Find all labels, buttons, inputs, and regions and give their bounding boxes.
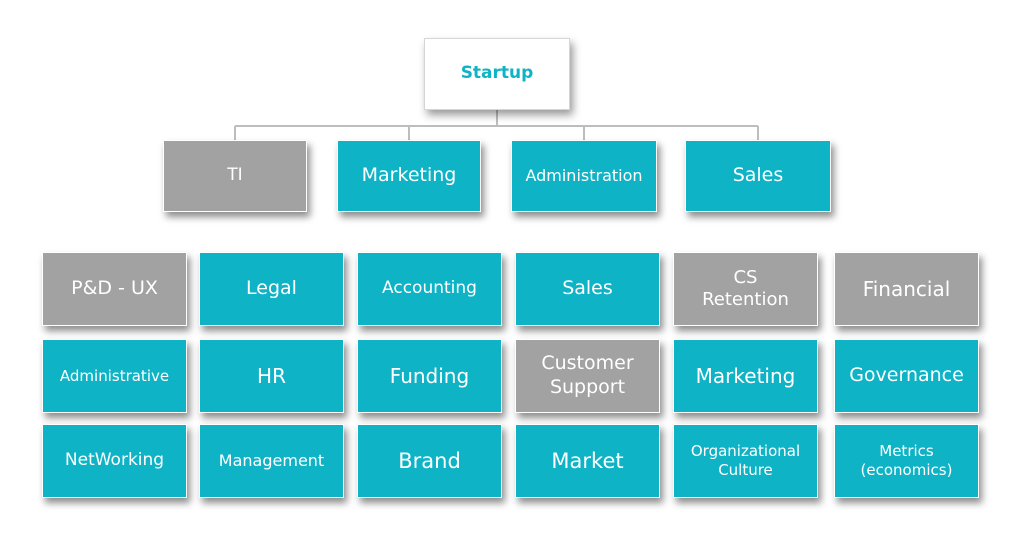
department-label: TI xyxy=(227,165,243,186)
root-node-startup: Startup xyxy=(424,38,570,110)
function-label: Legal xyxy=(246,277,297,300)
function-label: Management xyxy=(218,451,325,470)
function-label: Administrative xyxy=(59,366,170,385)
root-label: Startup xyxy=(460,63,534,84)
function-node-sales: Sales xyxy=(515,252,660,326)
function-label: Metrics (economics) xyxy=(860,442,953,479)
function-node-management: Management xyxy=(199,424,344,498)
function-node-funding: Funding xyxy=(357,339,502,413)
department-node-ti: TI xyxy=(163,140,307,212)
department-label: Administration xyxy=(525,166,643,185)
function-label: Financial xyxy=(862,276,951,301)
function-node-governance: Governance xyxy=(834,339,979,413)
function-label: Marketing xyxy=(695,363,796,388)
function-label: Brand xyxy=(398,448,461,473)
function-node-customer-support: Customer Support xyxy=(515,339,660,413)
function-label: Organizational Culture xyxy=(690,442,801,479)
function-node-metrics-economics: Metrics (economics) xyxy=(834,424,979,498)
function-node-networking: NetWorking xyxy=(42,424,187,498)
department-node-administration: Administration xyxy=(511,140,657,212)
function-label: Accounting xyxy=(382,278,477,299)
function-node-administrative: Administrative xyxy=(42,339,187,413)
function-label: NetWorking xyxy=(64,450,165,471)
function-node-market: Market xyxy=(515,424,660,498)
function-node-accounting: Accounting xyxy=(357,252,502,326)
department-label: Sales xyxy=(732,164,784,187)
function-node-marketing: Marketing xyxy=(673,339,818,413)
function-label: Market xyxy=(551,448,624,473)
function-node-brand: Brand xyxy=(357,424,502,498)
function-label: Customer Support xyxy=(541,352,634,398)
function-node-legal: Legal xyxy=(199,252,344,326)
department-node-marketing: Marketing xyxy=(337,140,481,212)
function-node-cs-retention: CS Retention xyxy=(673,252,818,326)
function-node-hr: HR xyxy=(199,339,344,413)
function-node-p-d-ux: P&D - UX xyxy=(42,252,187,326)
function-label: CS Retention xyxy=(702,266,789,311)
function-label: P&D - UX xyxy=(71,277,158,300)
function-label: Funding xyxy=(389,363,470,388)
function-node-financial: Financial xyxy=(834,252,979,326)
department-node-sales: Sales xyxy=(685,140,831,212)
department-label: Marketing xyxy=(361,164,457,187)
function-label: HR xyxy=(257,363,286,388)
function-label: Sales xyxy=(562,277,613,300)
function-node-organizational-culture: Organizational Culture xyxy=(673,424,818,498)
function-label: Governance xyxy=(849,364,964,387)
